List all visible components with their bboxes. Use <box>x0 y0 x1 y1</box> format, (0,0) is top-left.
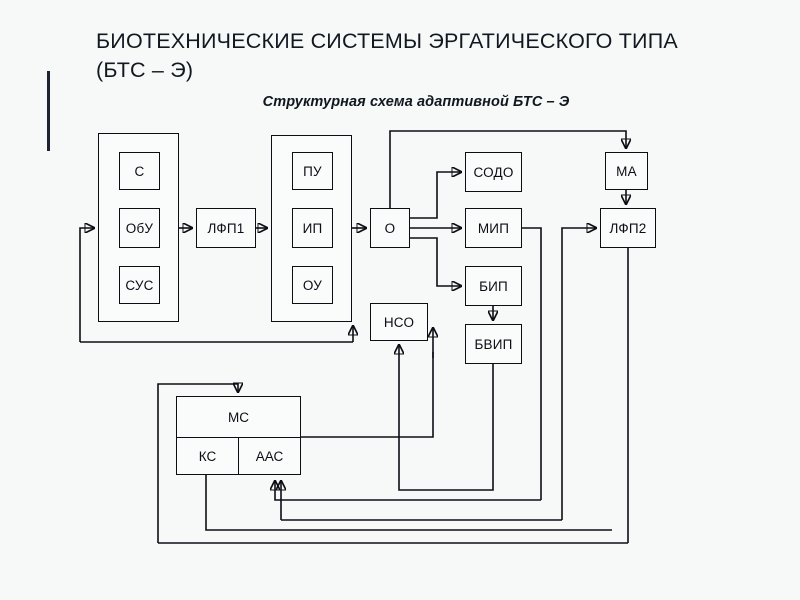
block-obu[interactable]: ОбУ <box>119 208 160 248</box>
wire-feedback-left <box>79 228 94 342</box>
wire-bvip-nso <box>399 345 494 491</box>
wire-ks-out <box>205 475 612 531</box>
block-ou-label: ОУ <box>302 277 323 293</box>
wire-aas-out <box>301 352 434 438</box>
wire-rail-to-ms <box>157 384 238 543</box>
block-lfp1[interactable]: ЛФП1 <box>196 208 256 248</box>
block-ms-lower-row: КС ААС <box>177 438 300 474</box>
block-ms[interactable]: МС <box>177 397 300 438</box>
wire-bus-lfp2 <box>561 228 596 520</box>
wire-mip-bus <box>522 227 542 500</box>
block-bip[interactable]: БИП <box>465 266 522 306</box>
block-bvip-label: БВИП <box>474 336 513 352</box>
wire-o-bip <box>410 237 461 286</box>
block-ma-label: МА <box>616 163 637 179</box>
block-ip-label: ИП <box>302 220 323 236</box>
block-ks[interactable]: КС <box>177 438 238 474</box>
block-ou[interactable]: ОУ <box>292 266 333 304</box>
block-nso[interactable]: НСО <box>370 303 428 341</box>
wire-o-sodo <box>410 172 461 219</box>
wire-o-ma <box>389 130 626 208</box>
block-ip[interactable]: ИП <box>292 208 333 248</box>
block-aas[interactable]: ААС <box>238 438 300 474</box>
block-mip-label: МИП <box>477 220 510 236</box>
block-bvip[interactable]: БВИП <box>465 324 522 364</box>
wire-mip-to-aas <box>275 481 541 501</box>
block-o[interactable]: О <box>370 208 410 248</box>
block-bip-label: БИП <box>479 278 508 294</box>
block-ms-label: МС <box>228 409 249 425</box>
page-title: БИОТЕХНИЧЕСКИЕ СИСТЕМЫ ЭРГАТИЧЕСКОГО ТИП… <box>96 29 678 82</box>
diagram-subtitle: Структурная схема адаптивной БТС – Э <box>262 94 570 110</box>
block-lfp2[interactable]: ЛФП2 <box>600 208 656 248</box>
title-accent-bar <box>47 71 50 151</box>
block-nso-label: НСО <box>383 314 415 330</box>
block-s[interactable]: С <box>119 152 160 190</box>
block-aas-label: ААС <box>255 448 284 464</box>
block-lfp2-label: ЛФП2 <box>609 220 647 236</box>
block-sodo-label: СОДО <box>473 164 514 180</box>
block-pu[interactable]: ПУ <box>292 152 333 190</box>
block-o-label: О <box>384 220 396 236</box>
block-obu-label: ОбУ <box>125 220 154 236</box>
block-pu-label: ПУ <box>303 163 322 179</box>
block-sus[interactable]: СУС <box>119 266 160 304</box>
block-ks-label: КС <box>198 448 217 464</box>
block-ms-composite[interactable]: МС КС ААС <box>176 396 301 475</box>
block-s-label: С <box>134 163 145 179</box>
block-lfp1-label: ЛФП1 <box>207 220 245 236</box>
block-sus-label: СУС <box>125 277 154 293</box>
block-ma[interactable]: МА <box>605 152 648 190</box>
block-sodo[interactable]: СОДО <box>465 152 522 192</box>
block-mip[interactable]: МИП <box>465 208 522 248</box>
